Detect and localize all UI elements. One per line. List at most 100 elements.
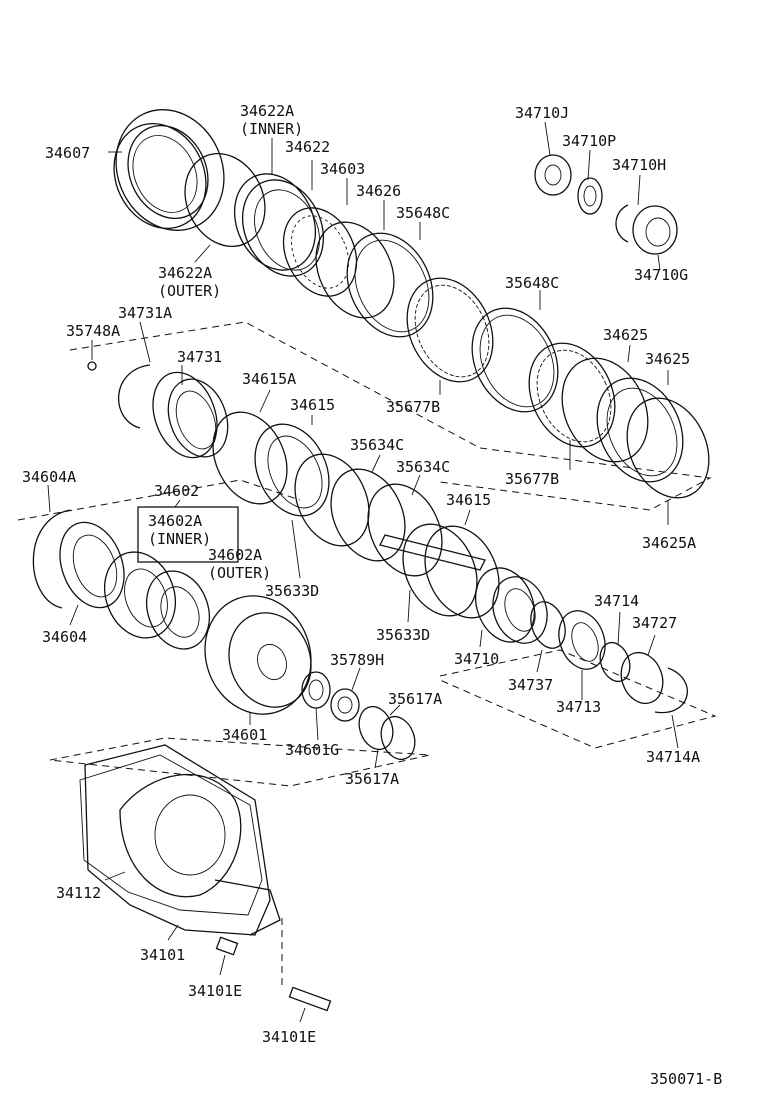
spring-34603 <box>282 207 358 297</box>
label-35648C-b: 35648C <box>505 274 559 292</box>
ring-34626 <box>315 221 395 319</box>
label-34601G: 34601G <box>285 741 339 759</box>
label-35634C-a: 35634C <box>350 436 404 454</box>
label-35789H: 35789H <box>330 651 384 669</box>
label-34603: 34603 <box>320 160 365 178</box>
label-35617A-a: 35617A <box>388 690 442 708</box>
washer-35789H <box>330 688 360 722</box>
plate-35634C-a <box>330 468 406 562</box>
plate-35677B-b <box>528 342 616 448</box>
label-35633D-b: 35633D <box>376 626 430 644</box>
label-34731: 34731 <box>177 348 222 366</box>
plate-35648C-a <box>346 232 434 338</box>
washer-34601G <box>301 671 331 709</box>
leader-lines <box>47 121 679 1023</box>
ring-34710H <box>615 204 629 243</box>
gear-34710 <box>475 567 548 644</box>
ring-34714 <box>599 641 631 683</box>
snap-ring-34714A <box>654 667 688 714</box>
ring-34604A <box>32 509 71 609</box>
label-34607: 34607 <box>45 144 90 162</box>
clutch-34731 <box>152 371 229 459</box>
label-34112: 34112 <box>56 884 101 902</box>
race-34737 <box>530 601 566 649</box>
label-34101E-b: 34101E <box>262 1028 316 1046</box>
label-34710H: 34710H <box>612 156 666 174</box>
label-34727: 34727 <box>632 614 677 632</box>
label-35633D-a: 35633D <box>265 582 319 600</box>
label-35648C-a: 35648C <box>396 204 450 222</box>
ring-34731A <box>118 364 151 429</box>
label-34710J: 34710J <box>515 104 569 122</box>
label-34713: 34713 <box>556 698 601 716</box>
label-34710G: 34710G <box>634 266 688 284</box>
gasket-34112 <box>79 754 263 916</box>
label-35677B-b: 35677B <box>505 470 559 488</box>
label-34622: 34622 <box>285 138 330 156</box>
nut-34710J <box>534 154 572 196</box>
plate-35634C-b <box>367 483 443 577</box>
label-34602: 34602 <box>154 482 199 500</box>
plate-35677B-a <box>406 277 494 383</box>
label-34602A-outer: 34602A <box>208 546 262 564</box>
plate-35648C-b <box>471 307 559 413</box>
clutch-34604 <box>59 521 125 609</box>
label-34710P: 34710P <box>562 132 616 150</box>
disc-35633D-b <box>402 523 478 617</box>
ring-34602A-outer <box>146 570 210 650</box>
label-35748A: 35748A <box>66 322 120 340</box>
label-34615-a: 34615 <box>290 396 335 414</box>
ball-35748A <box>87 361 97 371</box>
shaft <box>379 534 486 571</box>
part-labels: 34607 34622A (INNER) 34622 34603 34626 3… <box>22 102 722 1088</box>
bearing-34713 <box>558 610 606 670</box>
label-34622A-inner-note: (INNER) <box>240 120 303 138</box>
label-35677B-a: 35677B <box>386 398 440 416</box>
piston-34602 <box>104 551 176 639</box>
label-34101E-a: 34101E <box>188 982 242 1000</box>
piston-34625-b <box>596 377 684 483</box>
ring-34622A-outer <box>184 152 266 248</box>
label-34710: 34710 <box>454 650 499 668</box>
label-34615A: 34615A <box>242 370 296 388</box>
label-34622A-outer: 34622A <box>158 264 212 282</box>
washer-34710P <box>577 177 603 215</box>
drum-34601 <box>204 595 312 715</box>
label-34731A: 34731A <box>118 304 172 322</box>
ring-34615A <box>212 411 288 505</box>
label-34622A-outer-note: (OUTER) <box>158 282 221 300</box>
label-35617A-b: 35617A <box>345 770 399 788</box>
piston-34622 <box>233 173 325 277</box>
drum-34607 <box>113 109 225 231</box>
label-35634C-b: 35634C <box>396 458 450 476</box>
piston-34625-a <box>561 357 649 463</box>
label-34626: 34626 <box>356 182 401 200</box>
collar-34727 <box>620 651 664 705</box>
label-34714A: 34714A <box>646 748 700 766</box>
label-34601: 34601 <box>222 726 267 744</box>
group-outline-lower <box>49 737 431 787</box>
label-34622A-inner: 34622A <box>240 102 294 120</box>
disc-35633D-a <box>294 453 370 547</box>
seal-35617A-a <box>358 705 394 751</box>
label-34602A-inner: 34602A <box>148 512 202 530</box>
label-34625A: 34625A <box>642 534 696 552</box>
label-34101: 34101 <box>140 946 185 964</box>
label-34714: 34714 <box>594 592 639 610</box>
label-34615-b: 34615 <box>446 491 491 509</box>
group-outline-right <box>439 649 717 749</box>
case-34101 <box>84 744 281 936</box>
label-34604A: 34604A <box>22 468 76 486</box>
ring-34615-b <box>424 525 500 619</box>
label-34737: 34737 <box>508 676 553 694</box>
diagram-id: 350071-B <box>650 1070 722 1088</box>
bolt-34101E-b <box>288 986 332 1012</box>
clutch-hub-34615 <box>254 423 330 517</box>
label-34625-a: 34625 <box>603 326 648 344</box>
label-34602A-outer-note: (OUTER) <box>208 564 271 582</box>
label-34625-b: 34625 <box>645 350 690 368</box>
group-outline-upper <box>69 321 712 511</box>
bolt-34101E-a <box>215 936 239 956</box>
